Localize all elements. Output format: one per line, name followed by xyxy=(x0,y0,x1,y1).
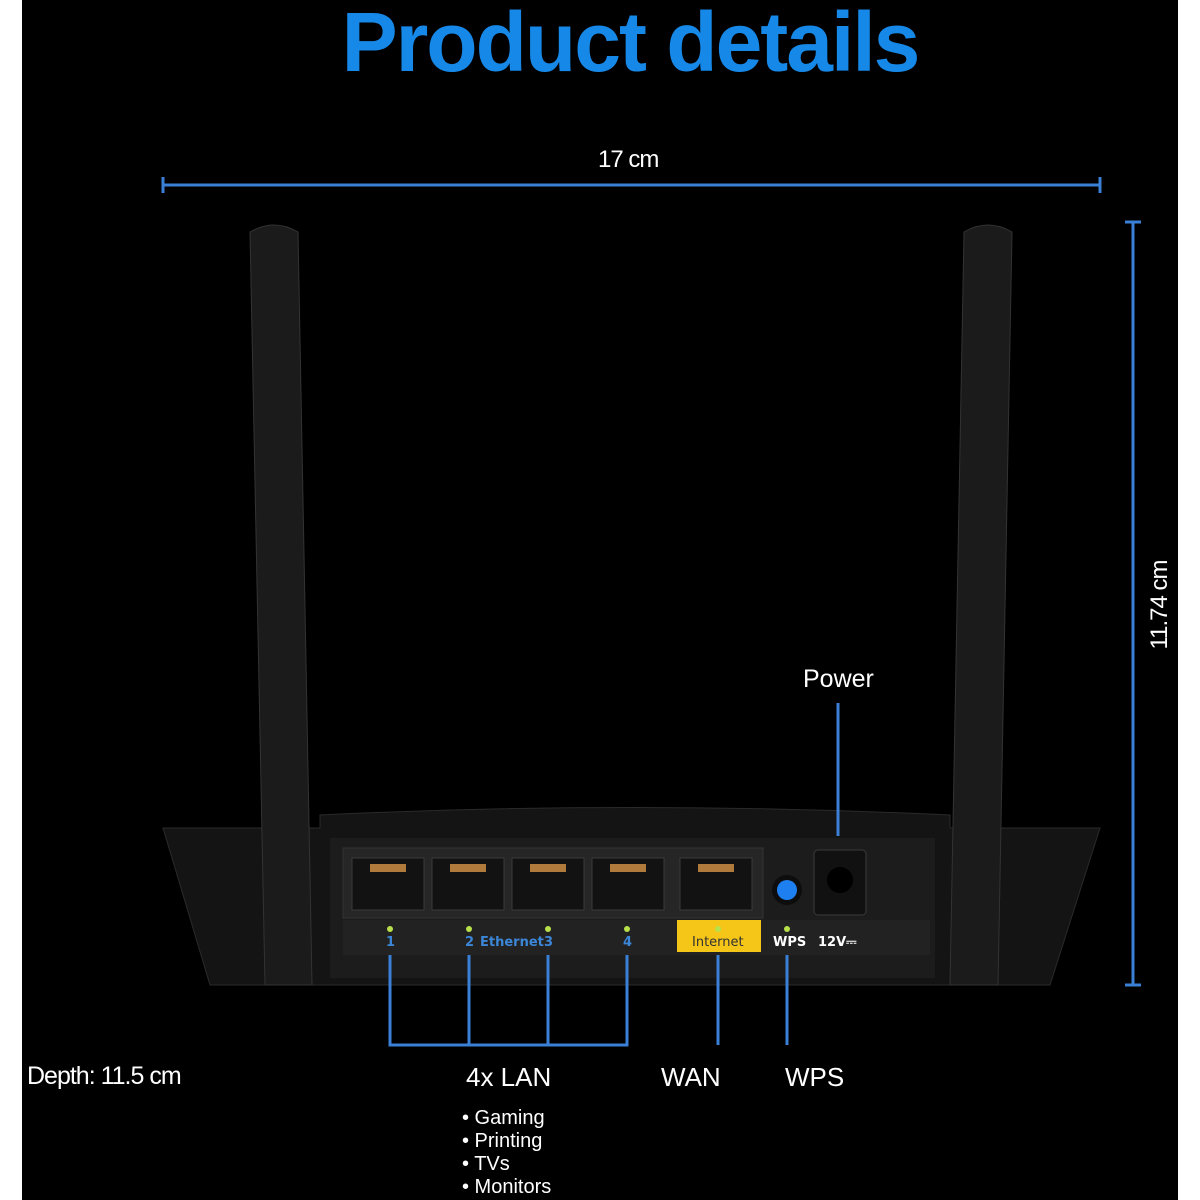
status-leds xyxy=(387,926,790,932)
power-port-label: 12V⎓ xyxy=(818,935,857,950)
right-antenna xyxy=(949,224,1013,986)
ethernet-label: Ethernet xyxy=(480,935,544,950)
lan-use-item: • Gaming xyxy=(462,1107,545,1129)
height-label: 11.74 cm xyxy=(1146,560,1173,650)
wps-button xyxy=(777,880,797,900)
width-label: 17 cm xyxy=(598,146,659,173)
lan-callout: 4x LAN xyxy=(466,1062,552,1092)
lan-use-item: • TVs xyxy=(462,1153,510,1175)
port-label-4: 4 xyxy=(623,935,633,950)
lan-use-item: • Monitors xyxy=(462,1176,552,1198)
power-jack-hole xyxy=(827,867,853,893)
wps-port-label: WPS xyxy=(773,935,807,950)
internet-badge xyxy=(677,920,761,952)
lan-use-item: • Printing xyxy=(462,1130,543,1152)
port-label-2: 2 xyxy=(465,935,475,950)
port-label-3: 3 xyxy=(544,935,554,950)
port-label-1: 1 xyxy=(386,935,396,950)
port-pins xyxy=(370,864,734,872)
width-dimension-line xyxy=(161,177,1102,193)
page-title: Product details xyxy=(341,0,921,89)
left-antenna xyxy=(249,224,313,986)
internet-label: Internet xyxy=(692,935,744,950)
wps-callout: WPS xyxy=(785,1062,845,1092)
wan-callout: WAN xyxy=(661,1062,721,1092)
height-dimension-line xyxy=(1125,220,1141,987)
label-strip xyxy=(343,920,930,955)
callout-lines xyxy=(388,703,840,1047)
depth-label: Depth: 11.5 cm xyxy=(27,1062,182,1090)
power-callout: Power xyxy=(803,665,874,693)
